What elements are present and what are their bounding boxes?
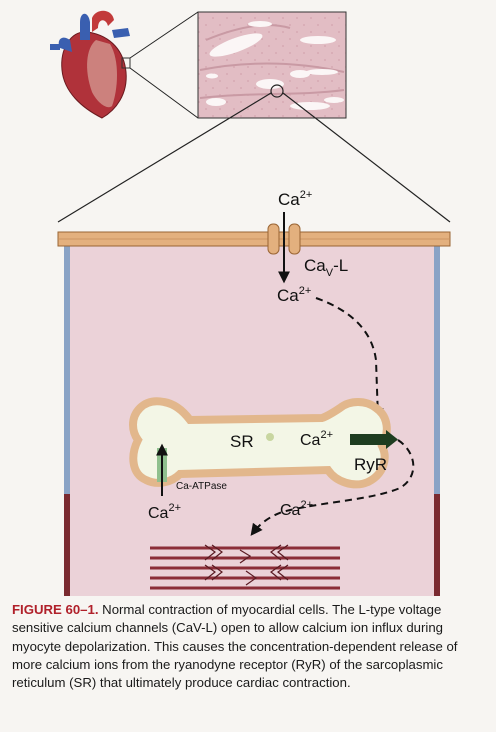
label-ca-pumped: Ca2+ xyxy=(148,502,181,522)
l-type-calcium-channel xyxy=(267,223,301,255)
cell-membrane xyxy=(57,231,451,247)
cell-left-edge-upper xyxy=(64,246,70,494)
myofilaments xyxy=(150,546,340,590)
zoom-lines-top xyxy=(129,11,199,119)
label-sr: SR xyxy=(230,432,254,451)
label-cav-l: CaV-L xyxy=(304,256,348,279)
figure-caption: FIGURE 60–1. Normal contraction of myoca… xyxy=(12,601,484,692)
release-dashed-arrow xyxy=(250,439,415,536)
label-ca-extracellular: Ca2+ xyxy=(278,189,312,209)
label-ryr: RyR xyxy=(354,455,387,474)
caption-figure-label: FIGURE 60–1. xyxy=(12,602,99,617)
label-ca-released: Ca2+ xyxy=(280,499,313,519)
label-ca-sr: Ca2+ xyxy=(300,429,333,449)
cell-left-edge-lower xyxy=(64,494,70,596)
label-ca-atpase: Ca-ATPase xyxy=(176,481,227,492)
magnification-circle xyxy=(270,84,284,98)
myocardial-contraction-diagram: Ca2+ CaV-L Ca2+ SR Ca2+ RyR Ca-ATPase Ca… xyxy=(50,10,451,596)
myofilament-crossbridges xyxy=(204,544,289,586)
sarcoplasmic-reticulum xyxy=(129,397,391,489)
caption-text: Normal contraction of myocardial cells. … xyxy=(12,602,458,691)
ryanodine-receptor xyxy=(350,430,398,449)
sr-granule xyxy=(266,433,274,441)
tissue-inset xyxy=(197,11,347,119)
cicr-dashed-arrow xyxy=(315,297,384,421)
zoom-lines-cell xyxy=(57,92,451,223)
label-ca-influx: Ca2+ xyxy=(277,285,311,305)
heart-illustration xyxy=(50,10,131,119)
cell-right-edge-lower xyxy=(434,494,440,596)
cell-right-edge-upper xyxy=(434,246,440,494)
